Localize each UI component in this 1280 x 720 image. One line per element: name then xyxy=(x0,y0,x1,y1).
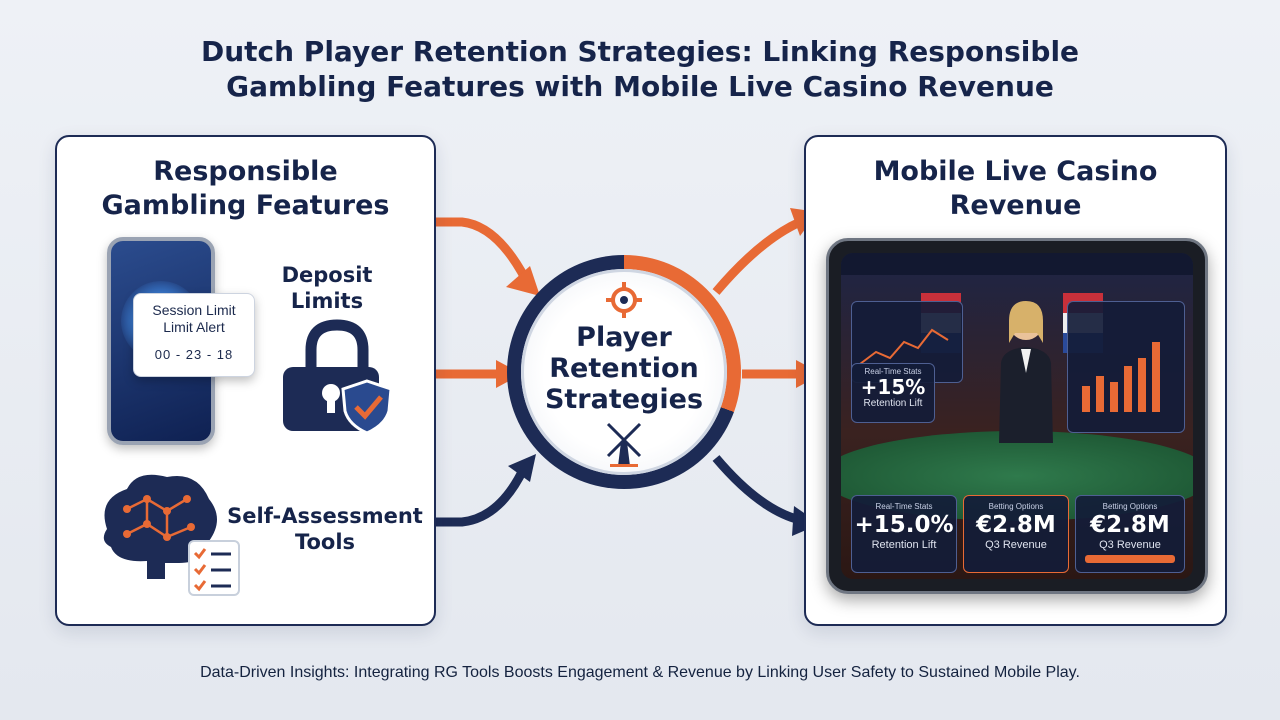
arrow-in-bottom-head xyxy=(508,454,536,482)
windmill-icon xyxy=(606,422,642,467)
arrow-out-bottom xyxy=(712,455,802,525)
deposit-line-2: Limits xyxy=(290,289,364,313)
q3-revenue-card-2: Betting Options €2.8M Q3 Revenue xyxy=(1075,495,1185,573)
deposit-line-1: Deposit xyxy=(281,263,373,287)
arrow-in-bottom xyxy=(432,466,529,527)
revenue-title-line-1: Mobile Live Casino xyxy=(873,156,1158,187)
card3-value: €2.8M xyxy=(1090,512,1170,538)
footer-insight: Data-Driven Insights: Integrating RG Too… xyxy=(0,664,1280,682)
rg-title-line-1: Responsible xyxy=(153,156,338,187)
responsible-gambling-panel: Responsible Gambling Features Session Li… xyxy=(55,135,436,626)
mini-card-header: Real-Time Stats xyxy=(864,367,922,376)
card3-header: Betting Options xyxy=(1102,502,1158,511)
checklist-icon xyxy=(188,540,240,596)
mini-card-value: +15% xyxy=(860,375,926,399)
padlock-shield-icon xyxy=(283,319,393,435)
hub-line-3: Strategies xyxy=(544,384,704,415)
alert-timer: 00 - 23 - 18 xyxy=(154,347,234,362)
alert-line-2: Limit Alert xyxy=(163,319,225,335)
alert-line-1: Session Limit xyxy=(152,302,236,318)
card1-value: +15.0% xyxy=(854,512,954,538)
page-title: Dutch Player Retention Strategies: Linki… xyxy=(0,34,1280,104)
deposit-limits-label: Deposit Limits xyxy=(257,262,397,314)
gear-icon xyxy=(606,282,642,318)
arrow-in-top xyxy=(432,217,535,290)
hub-line-2: Retention xyxy=(549,353,699,384)
card2-header: Betting Options xyxy=(988,502,1044,511)
self-assessment-line-1: Self-Assessment xyxy=(227,504,423,528)
bar-chart xyxy=(1082,342,1160,412)
hub-label: Player Retention Strategies xyxy=(521,322,727,415)
mini-card-label: Retention Lift xyxy=(863,398,923,409)
self-assessment-line-2: Tools xyxy=(294,530,356,554)
stats-line-chart xyxy=(859,328,949,365)
live-casino-screen: Real-Time Stats +15% Retention Lift Real… xyxy=(841,253,1193,579)
dealer-avatar xyxy=(999,301,1053,443)
q3-revenue-card: Betting Options €2.8M Q3 Revenue xyxy=(963,495,1069,573)
tablet-mockup: Real-Time Stats +15% Retention Lift Real… xyxy=(826,238,1208,594)
footer-text: Integrating RG Tools Boosts Engagement &… xyxy=(349,664,1080,681)
revenue-title-line-2: Revenue xyxy=(949,190,1082,221)
bar-chart-card xyxy=(1067,301,1185,433)
card1-label: Retention Lift xyxy=(871,539,937,551)
retention-lift-card: Real-Time Stats +15.0% Retention Lift xyxy=(851,495,957,573)
card1-header: Real-Time Stats xyxy=(875,502,933,511)
arrow-out-top xyxy=(712,217,802,295)
tablet-top-bar xyxy=(841,253,1193,275)
panel-title-rg: Responsible Gambling Features xyxy=(57,155,434,223)
session-limit-alert: Session Limit Limit Alert 00 - 23 - 18 xyxy=(133,293,255,377)
rg-title-line-2: Gambling Features xyxy=(101,190,390,221)
bet-button[interactable] xyxy=(1085,555,1175,563)
footer-lead: Data-Driven Insights: xyxy=(200,664,350,681)
self-assessment-label: Self-Assessment Tools xyxy=(225,503,425,555)
hub-line-1: Player xyxy=(576,322,672,353)
card2-label: Q3 Revenue xyxy=(985,539,1047,551)
panel-title-revenue: Mobile Live Casino Revenue xyxy=(806,155,1225,223)
arrow-in-top-head xyxy=(506,266,540,296)
title-line-2: Gambling Features with Mobile Live Casin… xyxy=(226,70,1054,103)
card2-value: €2.8M xyxy=(976,512,1056,538)
title-line-1: Dutch Player Retention Strategies: Linki… xyxy=(200,35,1080,68)
card3-label: Q3 Revenue xyxy=(1099,539,1161,551)
retention-mini-card: Real-Time Stats +15% Retention Lift xyxy=(851,363,935,423)
